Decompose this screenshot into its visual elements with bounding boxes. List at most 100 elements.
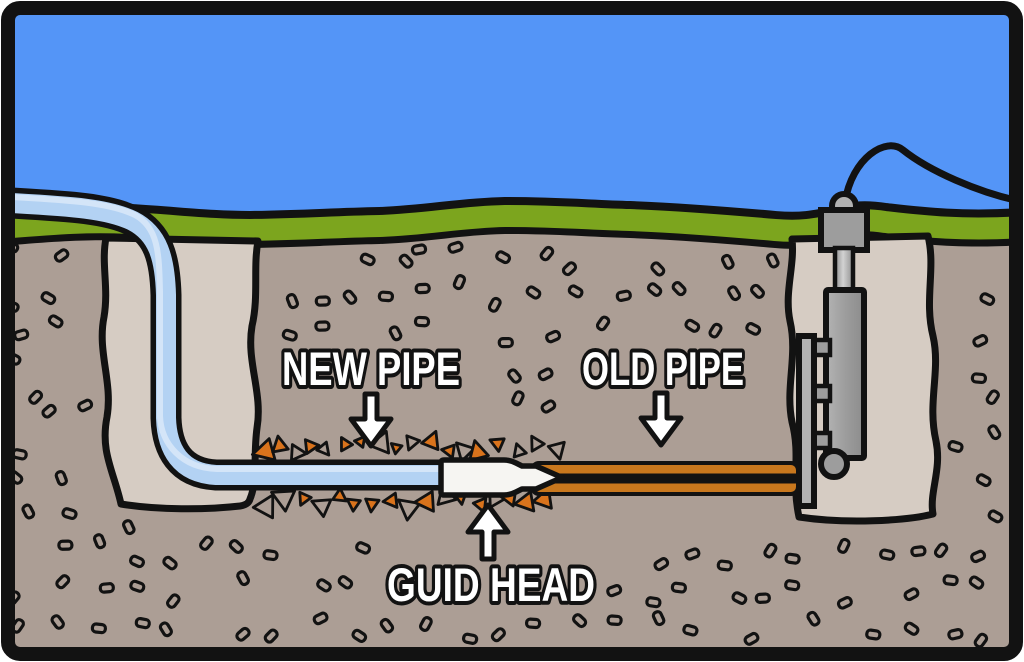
old-pipe (530, 461, 800, 496)
pebble (910, 545, 927, 558)
pebble (973, 632, 989, 649)
debris-shard (530, 434, 546, 453)
pebble (355, 541, 372, 555)
pebble (314, 320, 331, 332)
pebble (490, 627, 506, 643)
pebble (947, 440, 964, 453)
pebble (606, 614, 623, 627)
debris-shard (315, 440, 331, 457)
pebble (285, 293, 300, 310)
pebble (314, 295, 331, 307)
pebble (61, 507, 78, 521)
pebble (784, 552, 801, 565)
pebble (784, 579, 801, 592)
pebble (987, 509, 1004, 524)
pebble (865, 628, 882, 641)
pebble (55, 574, 71, 590)
pebble (162, 555, 178, 571)
debris-shard (251, 493, 275, 520)
machine-plate (796, 333, 817, 509)
debris-shard (310, 498, 333, 519)
pebble (414, 282, 431, 295)
debris-shard (413, 489, 435, 513)
pebble (359, 252, 376, 267)
pebble (77, 398, 94, 413)
burst-pipe-debris (250, 429, 566, 522)
pebble (651, 610, 666, 627)
pebble (975, 473, 992, 488)
pebble (561, 261, 578, 277)
pebble (129, 579, 146, 593)
pebble (40, 291, 57, 306)
pebble (987, 424, 1002, 441)
pebble (806, 610, 821, 627)
pebble (281, 328, 298, 342)
pebble (351, 628, 368, 644)
pebble (263, 628, 279, 644)
pebble (745, 322, 762, 336)
pebble (972, 334, 989, 348)
up-arrow-icon (465, 502, 511, 562)
pebble (53, 248, 70, 263)
pebble (650, 261, 666, 277)
debris-shard (420, 429, 440, 452)
pebble (452, 274, 467, 291)
pebble (447, 240, 464, 254)
pebble (572, 613, 588, 629)
debris-shard (271, 434, 290, 454)
pebble (461, 632, 479, 645)
pebble (671, 281, 687, 297)
debris-shard (340, 436, 355, 453)
pebble (731, 591, 748, 605)
pebble (525, 285, 542, 300)
debris-shard (353, 435, 367, 449)
guide-head (438, 457, 565, 498)
pebble (377, 290, 395, 303)
pebble (21, 503, 36, 520)
pebble (970, 549, 987, 564)
pebble (903, 621, 920, 636)
pebble (342, 289, 358, 305)
pebble (524, 617, 542, 630)
debris-shard (512, 442, 528, 459)
pebble (537, 367, 554, 382)
pebble (57, 539, 74, 551)
pebble (754, 592, 771, 604)
pebble (645, 596, 662, 609)
pebble (947, 627, 964, 641)
debris-shard (381, 491, 399, 509)
debris-shard (546, 440, 566, 461)
pebble (968, 575, 985, 590)
pebble (418, 616, 433, 632)
pebble (497, 336, 514, 349)
debris-shard (405, 434, 422, 452)
pebble (985, 389, 1000, 406)
pebble (615, 289, 632, 302)
old-pipe-bore (550, 473, 796, 484)
pebble (410, 243, 428, 256)
pebble (684, 547, 701, 561)
debris-shard (455, 441, 476, 463)
debris-shard (270, 489, 297, 513)
pebble (970, 372, 988, 385)
debris-shard (290, 443, 308, 462)
pebble (837, 537, 851, 554)
down-arrow-icon (638, 390, 684, 448)
pebble (165, 593, 181, 609)
new-pipe-label: NEW PIPE (282, 342, 460, 395)
pebble (684, 318, 701, 333)
pebble (316, 578, 332, 593)
pebble (942, 574, 959, 587)
pebble (28, 389, 44, 405)
pebble (312, 611, 329, 626)
pebble (763, 542, 778, 559)
old-pipe-label: OLD PIPE (582, 342, 744, 395)
machine-pulley (818, 448, 850, 480)
pebble (122, 519, 136, 536)
pebble (337, 575, 354, 590)
pebble (388, 325, 403, 342)
debris-shard (397, 498, 422, 522)
pebble (682, 623, 699, 637)
machine-head-box (818, 207, 870, 253)
